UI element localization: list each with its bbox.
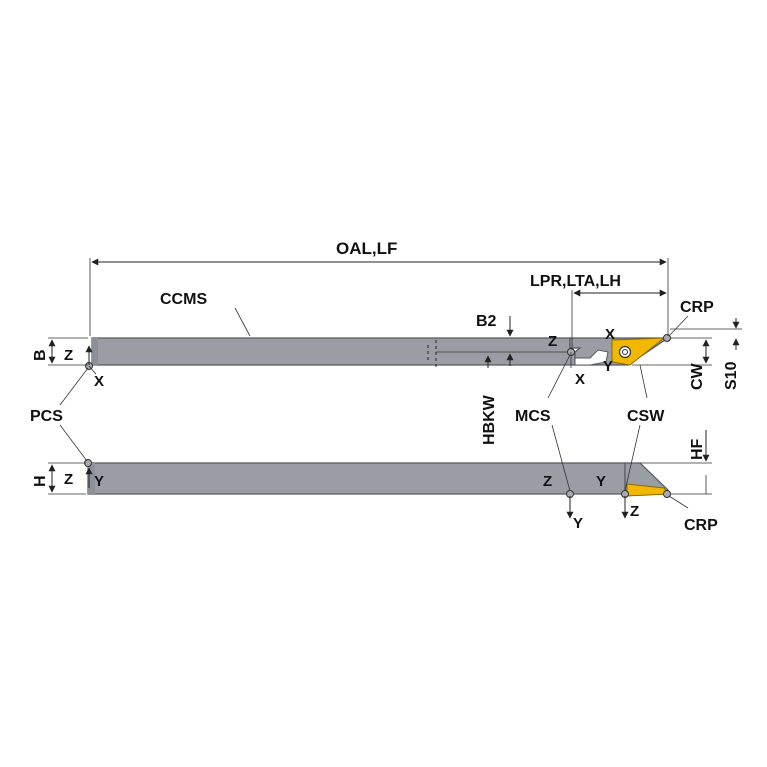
label-hf: HF <box>689 438 706 460</box>
labels: OAL,LF LPR,LTA,LH CCMS B2 CRP CRP CW S10… <box>30 239 740 534</box>
label-pcs: PCS <box>30 408 63 425</box>
axis-pcs-top-x: X <box>94 373 104 390</box>
axis-pcs-bottom-z: Z <box>64 471 73 488</box>
label-crp-bottom: CRP <box>684 517 718 534</box>
label-crp-top: CRP <box>680 299 714 316</box>
label-cw: CW <box>689 362 706 390</box>
axis-mcs-bottom-z: Z <box>543 473 552 490</box>
label-mcs: MCS <box>515 408 551 425</box>
label-ccms: CCMS <box>160 291 207 308</box>
axis-mcs-top-z: Z <box>548 333 557 350</box>
axis-csw-bottom-z: Z <box>630 503 639 520</box>
label-csw: CSW <box>627 408 665 425</box>
axis-mcs-top-x: X <box>575 371 585 388</box>
label-oal-lf: OAL,LF <box>336 239 397 258</box>
axis-csw-bottom-y: Y <box>596 473 606 490</box>
axis-csw-top-x: X <box>605 326 615 343</box>
bottom-view <box>84 459 671 498</box>
top-view <box>85 334 671 370</box>
dimension-lines <box>48 258 742 509</box>
axis-csw-top-y: Y <box>603 358 613 375</box>
label-h: H <box>32 475 49 487</box>
label-hbkw: HBKW <box>481 394 498 445</box>
top-shank <box>91 337 576 366</box>
axis-pcs-top-z: Z <box>64 347 73 364</box>
label-b: B <box>32 349 49 361</box>
label-s10: S10 <box>723 361 740 390</box>
axis-arrows <box>85 345 629 519</box>
axis-pcs-bottom-y: Y <box>94 473 104 490</box>
axis-mcs-bottom-y: Y <box>573 515 583 532</box>
label-b2: B2 <box>476 313 497 330</box>
label-lpr-lta-lh: LPR,LTA,LH <box>530 273 621 290</box>
top-insert <box>611 337 666 366</box>
screw-icon <box>618 345 632 359</box>
